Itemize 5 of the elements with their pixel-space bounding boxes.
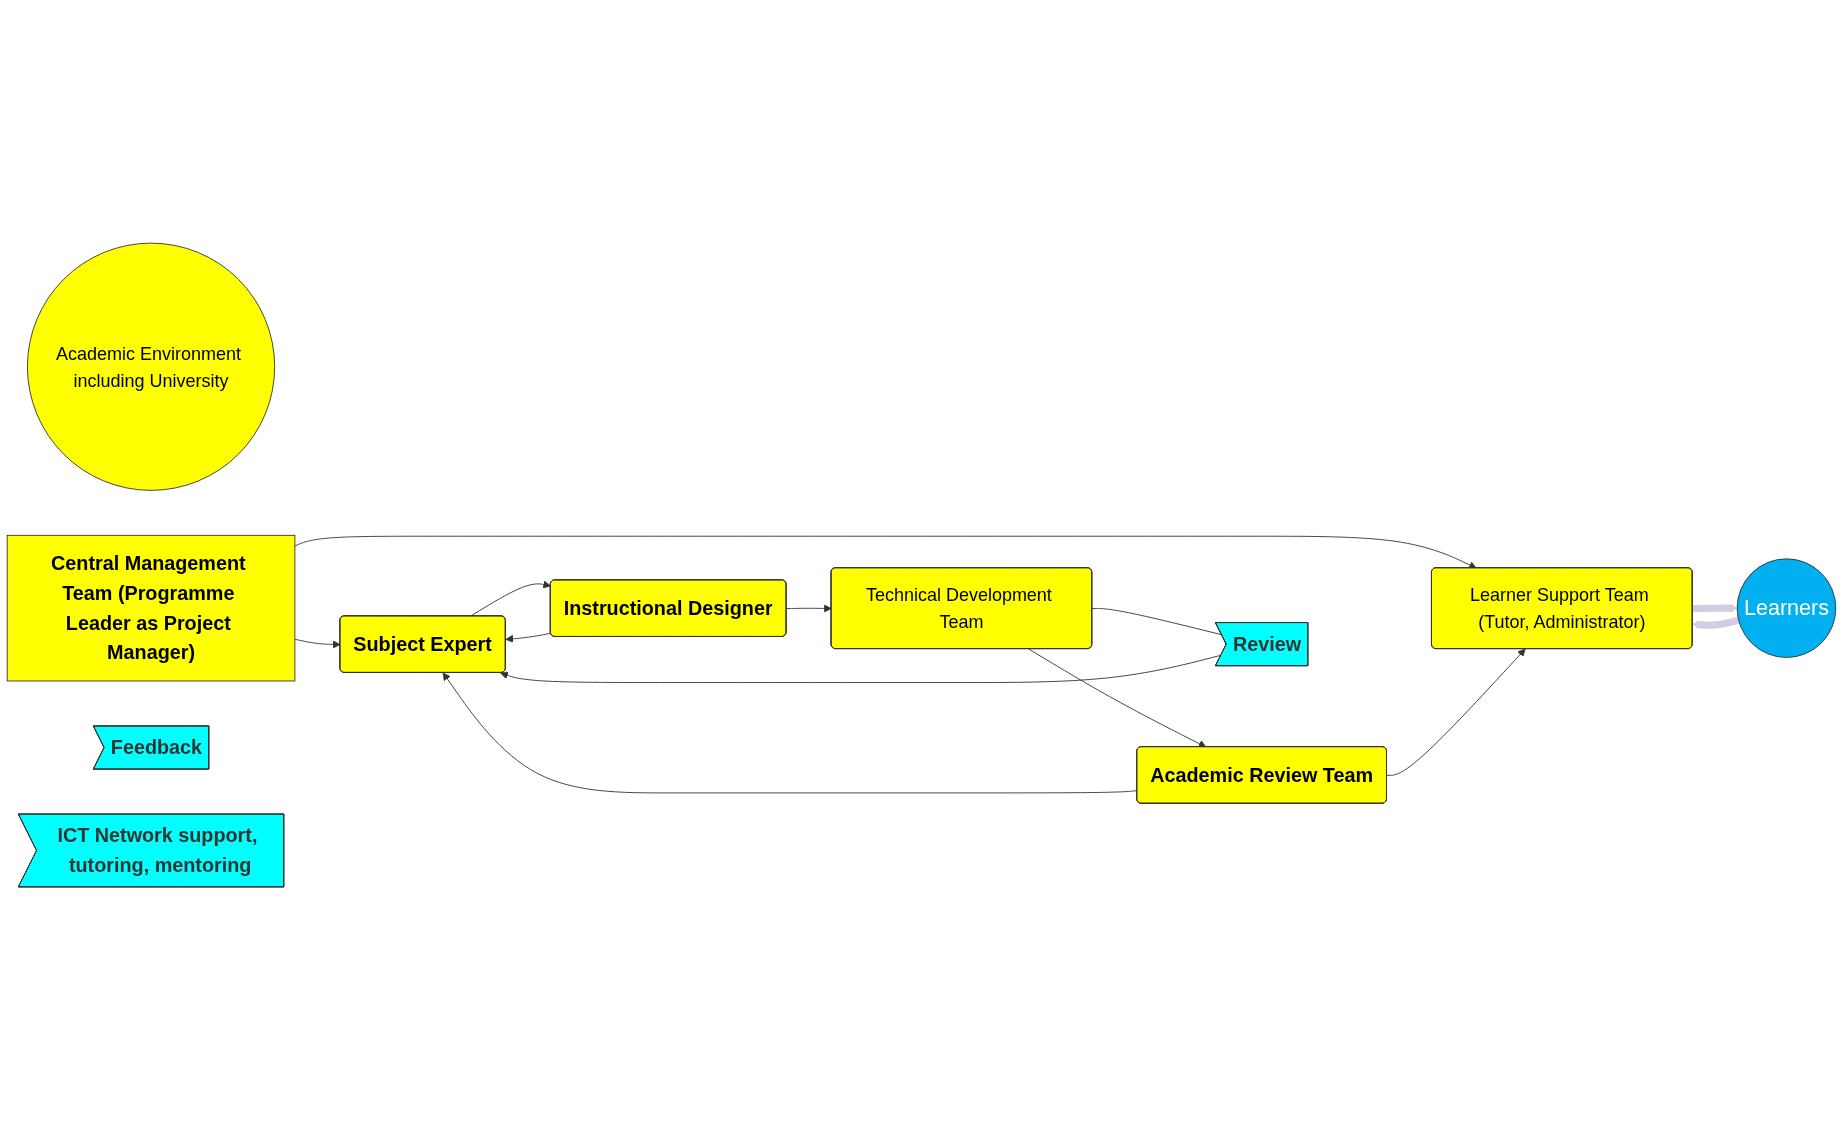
node-box — [6, 534, 296, 682]
arrow — [1692, 616, 1740, 629]
node-circle — [26, 242, 276, 491]
node-circle — [1736, 558, 1837, 658]
arrow — [1692, 604, 1738, 613]
